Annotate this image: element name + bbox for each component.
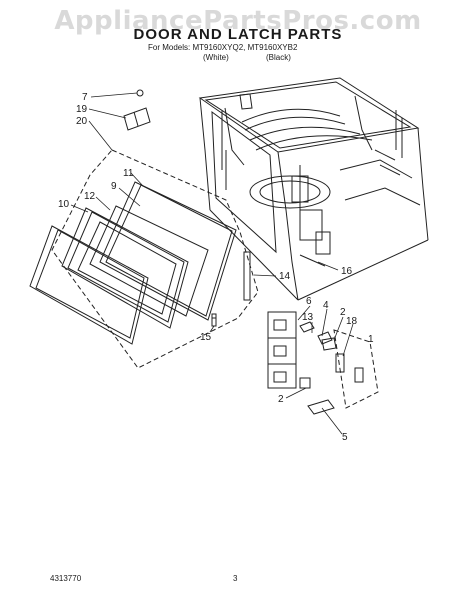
watermark-text: AppliancePartsPros.com [54, 6, 422, 36]
callout-13: 13 [302, 312, 314, 323]
callout-11: 11 [123, 168, 134, 179]
callout-4: 4 [323, 300, 329, 311]
callout-19: 19 [76, 104, 88, 115]
callout-10: 10 [58, 199, 70, 210]
color-white-label: (White) [203, 53, 229, 62]
callout-20: 20 [76, 116, 88, 127]
doc-number: 4313770 [50, 574, 82, 583]
callout-12: 12 [84, 191, 96, 202]
callout-2-upper: 2 [340, 307, 346, 318]
callout-1: 1 [368, 334, 374, 345]
callout-7: 7 [82, 92, 88, 103]
door-panels [29, 181, 251, 345]
page-number: 3 [233, 574, 238, 583]
microwave-cavity [198, 77, 429, 301]
model-numbers: For Models: MT9160XYQ2, MT9160XYB2 [148, 43, 298, 52]
color-black-label: (Black) [266, 53, 291, 62]
top-bracket [123, 89, 151, 131]
callout-9: 9 [111, 181, 117, 192]
callout-14: 14 [279, 271, 291, 282]
callout-15: 15 [200, 332, 212, 343]
callout-18: 18 [346, 316, 358, 327]
callout-6: 6 [306, 296, 312, 307]
callout-5: 5 [342, 432, 348, 443]
callout-16: 16 [341, 266, 353, 277]
latch-bracket [333, 329, 379, 409]
page-title: DOOR AND LATCH PARTS [133, 26, 343, 43]
latch-parts [267, 311, 364, 415]
door-assembly-bracket [51, 149, 259, 369]
callout-2-lower: 2 [278, 394, 284, 405]
